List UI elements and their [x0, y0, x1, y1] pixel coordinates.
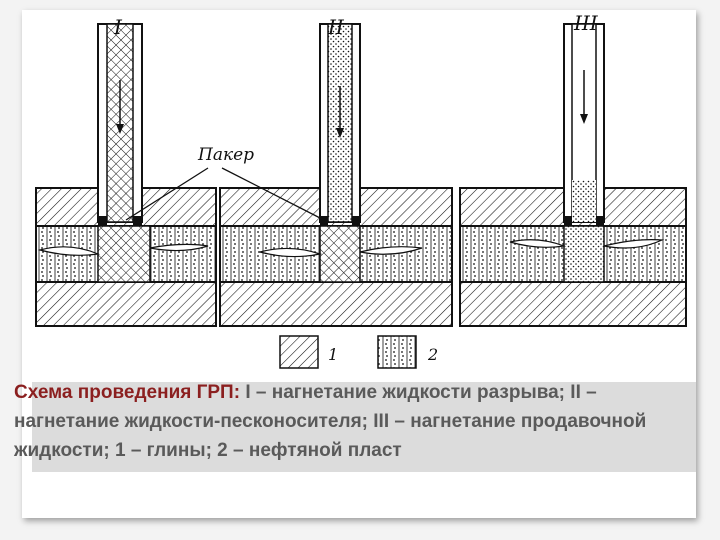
flow-arrow-head-1	[116, 124, 124, 134]
tubing-3-sand	[572, 180, 596, 222]
hydraulic-fracturing-diagram: I II III Пакер 1 2	[35, 11, 687, 369]
fracture-right-1	[149, 243, 209, 252]
fracture-zone-3	[563, 225, 605, 283]
legend-number-2: 2	[427, 345, 438, 364]
legend-number-1: 1	[328, 345, 338, 364]
clay-lower-3	[459, 281, 687, 327]
flow-arrow-head-2	[336, 128, 344, 138]
packer-3b	[596, 216, 604, 225]
legend: 1 2	[279, 335, 438, 369]
fracture-left-1	[37, 246, 101, 256]
stage-label-1: I	[113, 15, 123, 39]
legend-swatch-2	[377, 335, 417, 369]
caption-title: Схема проведения ГРП:	[14, 382, 241, 403]
caption: Схема проведения ГРП: I – нагнетание жид…	[14, 378, 670, 465]
packer-3a	[564, 216, 572, 225]
fracture-zone-1	[97, 225, 151, 283]
packer-1b	[133, 216, 142, 225]
fracture-right-2	[359, 246, 423, 255]
legend-swatch-1	[279, 335, 319, 369]
packer-1a	[98, 216, 107, 225]
fracture-left-2	[257, 247, 323, 258]
fracture-left-3	[509, 239, 567, 248]
packer-2b	[352, 216, 360, 225]
section-block-2	[219, 23, 453, 327]
section-block-1	[35, 23, 217, 327]
clay-lower-2	[219, 281, 453, 327]
stage-label-2: II	[327, 15, 345, 39]
stage-label-3: III	[573, 11, 599, 35]
packer-leader-lines	[125, 167, 325, 221]
packer-label: Пакер	[197, 145, 254, 165]
clay-lower-1	[35, 281, 217, 327]
flow-arrow-head-3	[580, 114, 588, 124]
section-block-3	[459, 23, 687, 327]
packer-leader-2	[221, 167, 325, 221]
packer-leader-1	[125, 167, 209, 221]
fracture-right-3	[603, 239, 665, 249]
packer-2a	[320, 216, 328, 225]
slide: I II III Пакер 1 2	[22, 10, 696, 518]
fracture-zone-2	[319, 225, 361, 283]
caption-body: I – нагнетание жидкости разрыва; II – на…	[14, 382, 647, 461]
caption-band	[32, 382, 696, 472]
